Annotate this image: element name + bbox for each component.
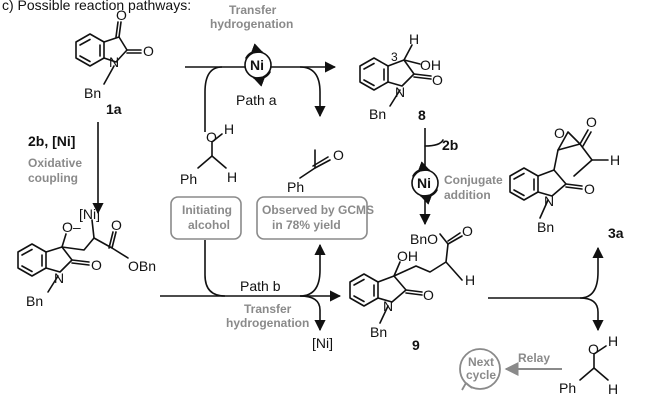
arrow-alcohol-path-b [204, 240, 226, 297]
atom-oh: OH [420, 57, 441, 73]
observed-gcms-box [256, 196, 368, 240]
compound-label-9: 9 [412, 337, 420, 353]
arrow-up-3a [579, 246, 604, 299]
compound-1a: O O N Bn 1a [75, 7, 154, 117]
atom-o: O [333, 147, 344, 163]
reagent-2b-curve [424, 139, 444, 147]
atom-n: N [54, 270, 64, 286]
atom-n: N [395, 84, 405, 100]
ni-label: Ni [250, 57, 264, 73]
reagent-2b-right: 2b [442, 137, 458, 153]
atom-o: O [432, 72, 443, 88]
atom-h: H [608, 333, 618, 349]
ni-bracket-label: [Ni] [312, 335, 333, 351]
atom-h: H [610, 152, 620, 168]
atom-ph: Ph [180, 171, 197, 187]
atom-h: H [409, 31, 419, 47]
benzaldehyde: O Ph [287, 147, 344, 195]
atom-ph: Ph [287, 179, 304, 195]
transfer-hydrogenation-bottom: Transfer hydrogenation [226, 302, 309, 330]
arrow-to-ni [299, 295, 326, 332]
atom-o: O [423, 287, 434, 303]
arrow-alcohol-in [204, 66, 223, 132]
oxidative-coupling-label: Oxidative coupling [28, 156, 85, 185]
atom-oh: OH [397, 248, 418, 264]
atom-ph: Ph [559, 380, 576, 396]
atom-h: H [224, 121, 234, 137]
benzyl-alcohol-initiating: O H Ph H [180, 121, 237, 187]
relay-label: Relay [518, 351, 550, 365]
compound-8: H 3 OH O N Bn 8 [359, 31, 443, 123]
arrow-to-aldehyde [299, 243, 326, 297]
ni-complex: [Ni] [79, 206, 100, 222]
observed-gcms-label: Observed by GCMS in 78% yield [262, 203, 377, 232]
compound-3a: O O H O N Bn 3a [509, 114, 624, 241]
atom-bno: BnO [410, 231, 438, 247]
reagent-2b-ni: 2b, [Ni] [28, 133, 75, 149]
next-cycle-label: Next cycle [466, 355, 497, 382]
ni-label: Ni [417, 175, 431, 191]
atom-o: O [584, 181, 595, 197]
scheme-heading: c) Possible reaction pathways: [2, 0, 191, 13]
atom-o: O [111, 217, 122, 233]
atom-h: H [465, 272, 475, 288]
compound-label-8: 8 [418, 107, 426, 123]
initiating-alcohol-label: Initiating alcohol [182, 203, 235, 232]
next-cycle-badge: Next cycle [459, 348, 501, 391]
atom-o: O [143, 43, 154, 59]
arrow-down-alcohol [579, 297, 604, 332]
atom-n: N [383, 298, 393, 314]
atom-o: O [206, 129, 217, 145]
compound-9: BnO O OH H O N Bn 9 [349, 223, 475, 353]
atom-o: O [116, 7, 127, 23]
benzyl-alcohol-relay: O H Ph H [559, 333, 618, 397]
atom-n: N [544, 193, 554, 209]
ni-catalyst-cycle-top: Ni [244, 43, 272, 87]
atom-bn: Bn [84, 85, 101, 101]
atom-o: O [91, 257, 102, 273]
atom-bn: Bn [369, 106, 386, 122]
initiating-alcohol-box [170, 196, 242, 240]
compound-label-3a: 3a [608, 225, 624, 241]
atom-n: N [109, 54, 119, 70]
path-a-label: Path a [236, 92, 277, 108]
atom-o: O [586, 114, 597, 130]
atom-o: O [588, 341, 599, 357]
atom-obn: OBn [128, 258, 156, 274]
atom-bn: Bn [26, 293, 43, 309]
transfer-hydrogenation-top: Transfer hydrogenation [210, 3, 293, 31]
arrow-aldehyde-out [299, 66, 326, 118]
atom-o: O [462, 223, 473, 239]
atom-bn: Bn [537, 219, 554, 235]
atom-bn: Bn [370, 324, 387, 340]
compound-ni-alkoxide: O– [Ni] O OBn O N Bn [17, 206, 156, 309]
conjugate-addition-label: Conjugate addition [444, 173, 506, 202]
atom-o: O [554, 125, 565, 141]
atom-o: O– [62, 219, 81, 235]
ni-catalyst-cycle-right: Ni [411, 161, 439, 205]
position-3-label: 3 [391, 50, 398, 64]
path-b-label: Path b [240, 278, 281, 294]
atom-h: H [608, 381, 618, 397]
compound-label-1a: 1a [106, 101, 122, 117]
atom-h: H [227, 169, 237, 185]
